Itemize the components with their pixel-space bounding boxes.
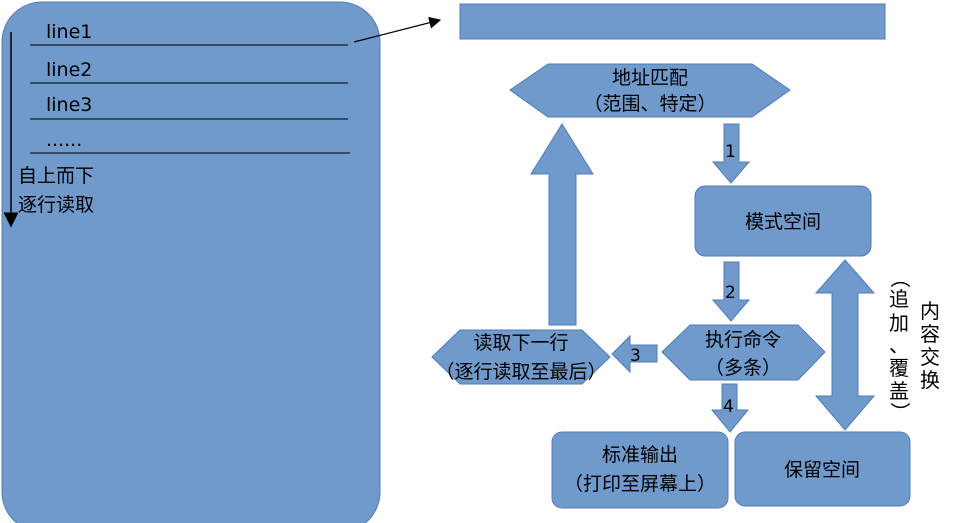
pattern-space-label: 模式空间 [745,211,821,233]
svg-text:......: ...... [46,129,82,151]
input-line-3: line3 [30,94,348,120]
read-direction-note-2: 逐行读取 [18,194,94,216]
address-match-label: 地址匹配 [612,67,688,89]
execute-commands-label: 执行命令 [705,329,781,351]
svg-text:、: 、 [889,333,909,357]
exchange-arrow [814,259,876,431]
stdout-sublabel: （打印至屏幕上） [564,473,716,495]
input-line-1: line1 [30,21,348,46]
execute-commands-sublabel: （多条） [705,357,781,379]
arrow-4-number: 4 [723,397,734,417]
arrow-2-number: 2 [725,283,736,303]
pattern-space-node [694,185,872,257]
stdout-label: 标准输出 [602,444,678,466]
exchange-mode-note: （ 追 加 、 覆 盖 ） [888,268,912,422]
svg-text:）: ） [888,402,912,422]
svg-text:换: 换 [920,368,940,392]
arrow-4 [710,383,750,433]
execute-commands-node [661,324,826,381]
svg-text:（: （ [888,268,912,288]
address-match-node [509,63,791,118]
stdout-node [551,431,729,509]
arrow-1-number: 1 [725,142,736,162]
svg-text:盖: 盖 [889,379,909,403]
read-next-line-label: 读取下一行 [473,332,568,354]
svg-text:内: 内 [920,299,940,323]
current-line-bar [459,3,886,40]
read-direction-note-1: 自上而下 [18,165,94,187]
svg-text:交: 交 [920,345,940,369]
svg-text:加: 加 [889,311,909,335]
svg-text:line1: line1 [46,21,92,43]
loop-back-arrow [530,123,594,326]
hold-space-label: 保留空间 [784,459,860,481]
svg-text:容: 容 [920,322,940,346]
exchange-title: 内 容 交 换 [920,299,940,392]
arrow-3-number: 3 [630,346,641,366]
read-next-line-sublabel: （逐行读取至最后） [435,361,606,383]
arrow-2 [711,261,751,322]
arrow-3 [611,334,658,374]
input-line-2: line2 [30,59,348,84]
svg-text:line2: line2 [46,59,92,81]
svg-text:line3: line3 [46,94,92,116]
address-match-sublabel: （范围、特定） [583,93,716,115]
svg-text:追: 追 [889,287,909,311]
input-to-top-arrow [353,16,442,43]
arrow-1 [711,123,751,184]
input-file-panel [1,1,381,523]
read-next-line-node [431,329,611,385]
input-line-ellipsis: ...... [30,129,350,154]
svg-text:覆: 覆 [889,356,909,380]
hold-space-node [734,431,911,507]
